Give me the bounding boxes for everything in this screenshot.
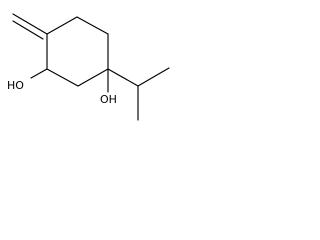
bond-ring-top [76,16,109,35]
hydroxyl-label-left: HO [7,79,24,92]
hydroxyl-label-right: OH [100,93,117,106]
bond-isopropyl-methyl-top [137,67,170,87]
bond-methylene-double-a [12,13,48,35]
bond-isopropyl-attach [107,68,139,87]
bond-methylene-double-b [12,20,44,40]
label-layer: HO OH [7,79,117,106]
bond-hydroxyl-left [30,68,48,79]
bond-ring-bottom-left [46,68,79,87]
bond-ring-right-lower [77,68,109,87]
molecule-diagram: HO OH [7,13,170,121]
bond-ring-top-left [46,16,78,35]
bond-layer [12,13,170,121]
